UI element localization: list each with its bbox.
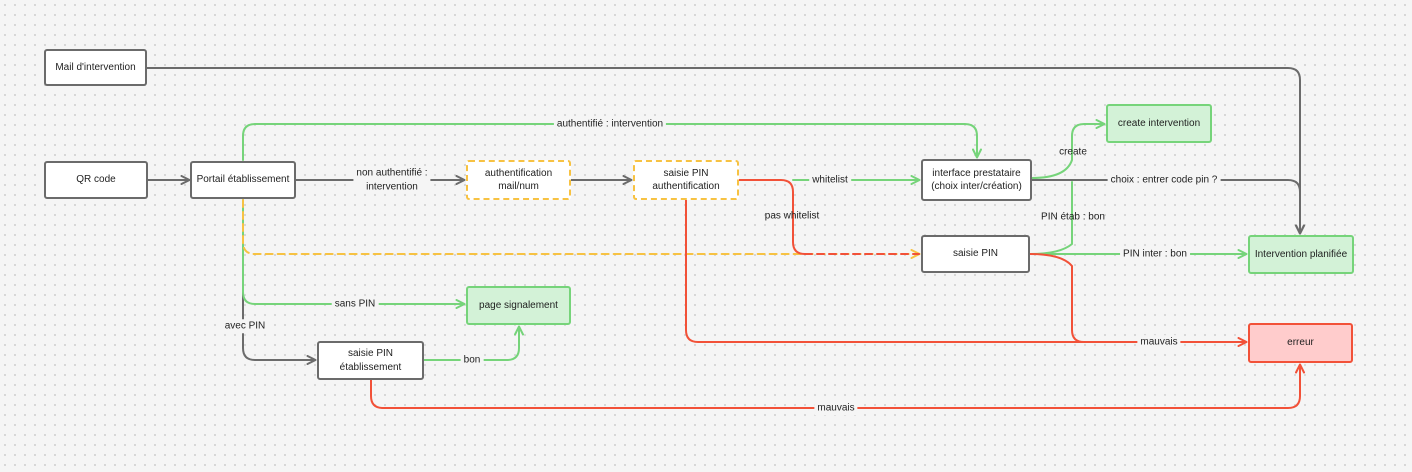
edge-pas-whitelist-curve — [738, 179, 806, 255]
node-mail-intervention[interactable]: Mail d'intervention — [44, 49, 147, 86]
label-authentifie-intervention: authentifié : intervention — [553, 117, 667, 131]
edge-portail-to-saisie-pin — [242, 199, 921, 259]
node-erreur[interactable]: erreur — [1248, 323, 1353, 363]
node-interface-prestataire[interactable]: interface prestataire (choix inter/créat… — [921, 159, 1032, 201]
node-saisie-pin-authentification[interactable]: saisie PIN authentification — [633, 160, 739, 200]
node-authentification-mail-num[interactable]: authentification mail/num — [466, 160, 571, 200]
node-qr-code[interactable]: QR code — [44, 161, 148, 199]
label-bon: bon — [460, 353, 484, 367]
label-sans-pin: sans PIN — [331, 297, 379, 311]
label-pin-inter-bon: PIN inter : bon — [1120, 247, 1190, 261]
edge-interface-to-planifiee — [1031, 179, 1305, 235]
edge-saisie-pin-mauvais — [1029, 253, 1085, 343]
node-saisie-pin[interactable]: saisie PIN — [921, 235, 1030, 273]
edge-avec-pin — [242, 253, 317, 365]
node-intervention-planifiee[interactable]: Intervention planifiée — [1248, 235, 1354, 274]
label-create: create — [1059, 146, 1087, 158]
label-choix-entrer-code-pin: choix : entrer code pin ? — [1107, 173, 1221, 187]
edge-saisie-pin-auth-mauvais — [685, 199, 1248, 347]
node-page-signalement[interactable]: page signalement — [466, 286, 571, 325]
label-pas-whitelist: pas whitelist — [764, 210, 820, 222]
node-saisie-pin-etablissement[interactable]: saisie PIN établissement — [317, 341, 424, 380]
label-avec-pin: avec PIN — [221, 319, 269, 333]
label-mauvais-1: mauvais — [1137, 335, 1181, 349]
label-non-authentifie-intervention: non authentifié : intervention — [353, 166, 431, 194]
edge-sans-pin — [242, 199, 466, 309]
label-whitelist: whitelist — [809, 173, 851, 187]
node-create-intervention[interactable]: create intervention — [1106, 104, 1212, 143]
edge-mail-to-planifiee — [146, 67, 1305, 235]
edge-bon — [423, 325, 524, 361]
edge-create — [1031, 119, 1106, 179]
node-portail-etablissement[interactable]: Portail établissement — [190, 161, 296, 199]
label-pin-etab-bon: PIN étab : bon — [1041, 211, 1105, 223]
label-mauvais-2: mauvais — [814, 401, 858, 415]
